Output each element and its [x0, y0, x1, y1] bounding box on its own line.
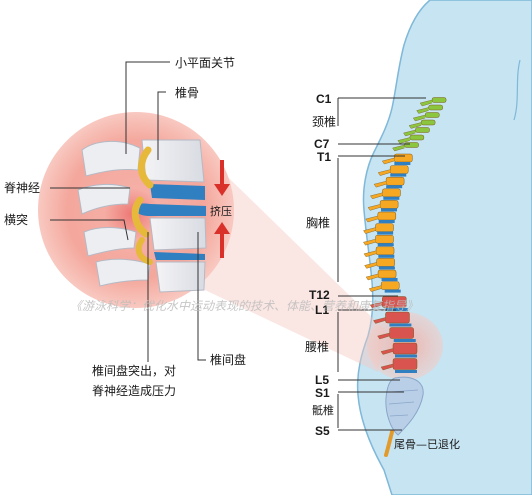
label-s5: S5 [315, 424, 330, 438]
label-thoracic: 胸椎 [306, 215, 330, 230]
label-herniation-line1: 椎间盘突出，对 [92, 363, 176, 378]
thoracic-disc [386, 185, 403, 189]
thoracic-disc [384, 289, 401, 293]
thoracic-vertebra-process [367, 204, 381, 211]
thoracic-vertebra [380, 281, 400, 290]
thoracic-vertebra [375, 234, 394, 244]
lumbar-disc [395, 370, 417, 373]
cervical-vertebra-process [419, 99, 433, 107]
label-herniation-line2: 脊神经造成压力 [92, 384, 176, 398]
cervical-vertebra-process [408, 122, 422, 129]
thoracic-vertebra [382, 188, 401, 198]
lumbar-disc [385, 308, 408, 311]
thoracic-disc [381, 278, 398, 281]
cervical-vertebra [415, 127, 430, 133]
cervical-vertebra-process [416, 107, 429, 114]
thoracic-disc [377, 231, 394, 235]
thoracic-vertebra-process [368, 285, 382, 292]
cervical-vertebra-process [392, 144, 405, 152]
squeeze-arrows [214, 160, 230, 258]
lumbar-vertebra [392, 358, 418, 370]
label-disc: 椎间盘 [210, 352, 246, 367]
thoracic-vertebra [379, 200, 399, 209]
thoracic-vertebra-process [373, 181, 387, 188]
thoracic-vertebra [376, 258, 395, 267]
zoom-cone [200, 150, 385, 372]
label-transverse-process: 横突 [4, 212, 28, 227]
label-spinal-nerve: 脊神经 [4, 181, 40, 195]
cervical-vertebra [431, 97, 447, 103]
cervical-vertebra [425, 112, 440, 118]
label-lumbar: 腰椎 [305, 339, 329, 354]
lumbar-vertebra-process [373, 317, 386, 324]
cervical-vertebra [404, 142, 419, 148]
label-t1: T1 [317, 150, 331, 164]
cervical-vertebra-process [397, 137, 410, 144]
lumbar-vertebra [385, 311, 410, 324]
cervical-vertebra [420, 119, 436, 126]
thoracic-vertebra-process [377, 169, 391, 176]
herniated-disc [134, 203, 206, 216]
label-sacral: 骶椎 [312, 403, 334, 417]
lumbar-vertebra [389, 327, 414, 339]
thoracic-vertebra [385, 176, 405, 186]
lumbar-vertebra-process [377, 332, 390, 340]
thoracic-disc [383, 196, 400, 200]
lumbar-disc [395, 354, 417, 358]
lumbar-vertebra-process [380, 363, 394, 371]
label-squeeze: 挤压 [210, 204, 232, 218]
thoracic-vertebra-process [381, 157, 395, 165]
lumbar-disc [389, 323, 412, 327]
thoracic-vertebra [377, 269, 397, 279]
lumbar-vertebra-process [380, 348, 394, 355]
label-c7: C7 [314, 137, 330, 151]
label-cervical: 颈椎 [312, 114, 336, 129]
spine-level-lines [337, 97, 426, 431]
thoracic-disc [390, 173, 407, 177]
thoracic-vertebra [375, 246, 395, 256]
lumbar-vertebra-process [369, 301, 383, 309]
label-c1: C1 [316, 92, 332, 106]
spine-column [363, 97, 447, 373]
thoracic-vertebra-process [364, 262, 377, 269]
lumbar-disc [393, 339, 416, 342]
label-l1: L1 [315, 303, 329, 317]
thoracic-vertebra-process [363, 239, 376, 246]
label-facet-joint: 小平面关节 [175, 56, 235, 70]
thoracic-vertebra-process [365, 273, 379, 281]
thoracic-disc [381, 208, 398, 212]
thoracic-disc [378, 220, 395, 223]
thoracic-disc [378, 254, 395, 258]
detail-discs [134, 184, 206, 260]
coccyx [384, 430, 394, 457]
thoracic-vertebra [389, 165, 409, 174]
watermark-text: 《游泳科学：优化水中运动表现的技术、体能、营养和康复指导》 [70, 299, 418, 313]
cervical-vertebra [428, 104, 443, 111]
thoracic-vertebra-process [363, 250, 377, 258]
lumbar-vertebra [392, 342, 418, 355]
callout-lines [50, 61, 206, 362]
detail-spinal-nerves [131, 146, 154, 265]
label-t12: T12 [309, 288, 330, 302]
body-contour-line [513, 59, 521, 121]
thoracic-disc [394, 162, 411, 165]
cervical-vertebra-process [403, 129, 416, 137]
cervical-vertebra [409, 134, 425, 141]
label-vertebra: 椎骨 [175, 85, 199, 100]
thoracic-vertebra [377, 211, 397, 221]
label-l5: L5 [315, 373, 329, 387]
thoracic-disc [378, 266, 395, 270]
thoracic-vertebra-process [365, 215, 378, 223]
thoracic-vertebra-process [370, 192, 383, 200]
thoracic-vertebra-process [363, 227, 376, 234]
label-s1: S1 [315, 386, 330, 400]
thoracic-vertebra [375, 223, 394, 232]
label-coccyx: 尾骨—已退化 [394, 437, 460, 451]
thoracic-disc [377, 243, 394, 247]
cervical-vertebra-process [412, 114, 426, 122]
thoracic-vertebra [394, 153, 413, 163]
